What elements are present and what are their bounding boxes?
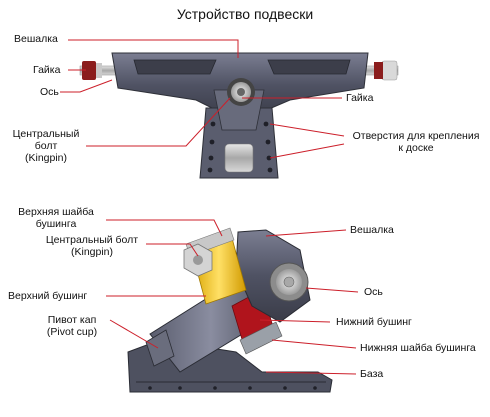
label-bottom-kingpin-line1: Центральный болт: [45, 234, 139, 246]
label-top-kingpin: Центральный болт (Kingpin): [8, 128, 84, 164]
label-bottom-pivot-cup-line2: (Pivot cup): [46, 326, 98, 338]
top-nut-right-outer: [381, 60, 398, 81]
label-top-nut-right: Гайка: [346, 92, 374, 104]
label-bottom-axle: Ось: [364, 286, 383, 298]
top-nut-left: [82, 61, 96, 80]
top-washer-left: [96, 63, 102, 78]
leader-bottom-washer: [271, 339, 357, 349]
label-bottom-top-washer: Верхняя шайба бушинга: [8, 206, 104, 230]
top-kingpin-head: [237, 88, 245, 96]
label-bottom-pivot-cup: Пивот кап (Pivot cup): [36, 314, 108, 338]
label-top-kingpin-line3: (Kingpin): [24, 152, 68, 164]
label-bottom-base: База: [360, 368, 384, 380]
leader-bottom-kingpin: [146, 243, 199, 257]
leader-top-axle: [60, 79, 113, 93]
hanger-cutout-right: [267, 59, 351, 75]
leader-bottom-pivot-cup: [109, 319, 159, 349]
bottom-truck: [127, 227, 333, 393]
label-top-mount-holes-line2: к доске: [398, 142, 434, 154]
label-bottom-pivot-cup-line1: Пивот кап: [47, 314, 97, 326]
diagram-title: Устройство подвески: [176, 6, 314, 22]
leader-top-holes-1: [269, 123, 345, 137]
hanger-cutout-left: [133, 59, 217, 75]
leader-top-kingpin: [86, 97, 231, 147]
bottom-kingpin-head: [193, 255, 203, 265]
top-mount-holes: [207, 121, 273, 173]
label-bottom-hanger: Вешалка: [350, 224, 394, 236]
label-bottom-bushing: Нижний бушинг: [336, 316, 412, 328]
label-bottom-top-washer-line2: бушинга: [35, 218, 77, 230]
label-top-kingpin-line2: болт: [34, 140, 58, 152]
bottom-axle-center: [283, 276, 295, 288]
leader-bottom-bushing: [259, 319, 331, 323]
bottom-pivot-cup: [145, 329, 175, 367]
leader-bottom-base: [265, 371, 357, 375]
label-bottom-washer: Нижняя шайба бушинга: [360, 342, 476, 354]
top-nut-right-red: [374, 62, 383, 79]
label-top-axle: Ось: [40, 86, 59, 98]
label-top-mount-holes: Отверстия для крепления к доске: [346, 130, 486, 154]
label-bottom-top-washer-line1: Верхняя шайба: [18, 206, 94, 218]
leader-bottom-top-washer: [106, 219, 223, 237]
leader-bottom-hanger: [265, 229, 347, 237]
label-bottom-kingpin-line2: (Kingpin): [70, 246, 114, 258]
label-top-nut-left: Гайка: [33, 64, 61, 76]
label-top-mount-holes-line1: Отверстия для крепления: [352, 130, 480, 142]
leader-top-hanger: [68, 39, 239, 58]
top-lower-bushing: [224, 143, 254, 173]
label-top-kingpin-line1: Центральный: [12, 128, 80, 140]
leader-lines: [60, 39, 359, 375]
label-top-hanger: Вешалка: [14, 33, 58, 45]
leader-bottom-axle: [305, 287, 359, 293]
label-bottom-kingpin: Центральный болт (Kingpin): [40, 234, 144, 258]
bottom-base-holes: [148, 386, 317, 390]
label-bottom-top-bushing: Верхний бушинг: [8, 290, 88, 302]
top-truck: [79, 52, 399, 179]
leader-top-holes-2: [269, 143, 345, 159]
bottom-washer: [239, 321, 283, 355]
